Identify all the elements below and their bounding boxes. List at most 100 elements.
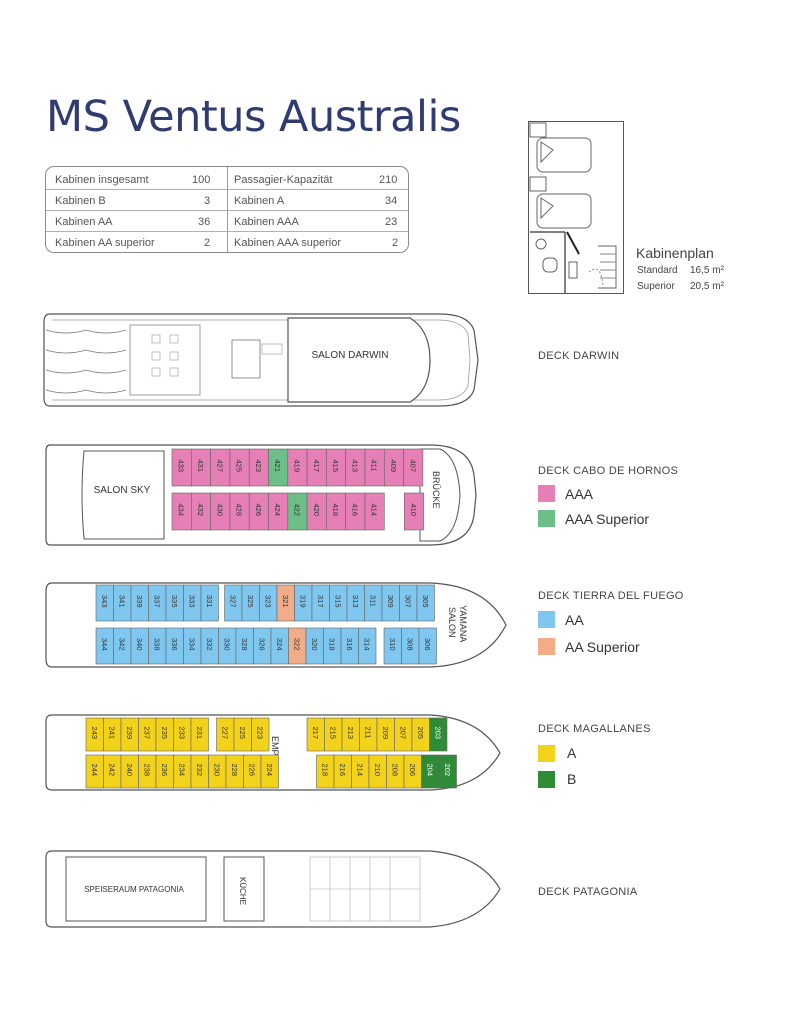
cabin-number: 328 xyxy=(240,638,249,651)
legend-text-b: B xyxy=(567,771,577,787)
table-divider xyxy=(46,189,408,190)
cabin-floorplan xyxy=(529,122,604,294)
cabin-number: 334 xyxy=(187,638,196,651)
legend-swatch-aa xyxy=(538,611,555,628)
cabin-number: 425 xyxy=(235,460,244,473)
cabin-number: 414 xyxy=(370,504,379,517)
cabin-number: 423 xyxy=(254,460,263,473)
cabin-number: 233 xyxy=(177,727,186,740)
cabin-number: 309 xyxy=(386,595,395,608)
cabin-number: 427 xyxy=(215,460,224,473)
cabin-number: 231 xyxy=(195,727,204,740)
deck-patagonia-plan: SPEISERAUM PATAGONIA KÜCHE xyxy=(45,850,501,928)
deck-label-darwin: DECK DARWIN xyxy=(538,350,620,362)
cabin-number: 206 xyxy=(408,764,417,777)
cabin-number: 324 xyxy=(275,638,284,651)
stat-label: Kabinen AA xyxy=(55,216,113,228)
cabin-number: 313 xyxy=(351,595,360,608)
cabin-plan-superior-size: 20,5 m² xyxy=(690,281,724,292)
stat-label: Kabinen AAA xyxy=(234,216,299,228)
cabin-number: 213 xyxy=(346,727,355,740)
stat-value: 100 xyxy=(192,174,211,186)
cabin-number: 413 xyxy=(350,460,359,473)
cabin-number: 336 xyxy=(170,638,179,651)
stat-value: 34 xyxy=(385,195,398,207)
cabin-number: 416 xyxy=(350,504,359,517)
cabin-202 xyxy=(438,754,457,789)
stat-label: Kabinen insgesamt xyxy=(55,174,149,186)
cabin-number: 326 xyxy=(257,638,266,651)
cabin-number: 419 xyxy=(292,460,301,473)
cabin-number: 244 xyxy=(90,764,99,777)
cabin-number: 424 xyxy=(273,504,282,517)
cabin-number: 242 xyxy=(107,764,116,777)
cabin-number: 319 xyxy=(298,595,307,608)
cabin-number: 338 xyxy=(152,638,161,651)
table-divider xyxy=(46,210,408,211)
cabin-number: 433 xyxy=(177,460,186,473)
cabin-number: 342 xyxy=(117,638,126,651)
cabin-number: 203 xyxy=(433,727,442,740)
cabin-number: 333 xyxy=(187,595,196,608)
cabin-number: 307 xyxy=(403,595,412,608)
cabin-plan-drawing xyxy=(528,121,624,294)
cabin-plan-title: Kabinenplan xyxy=(636,245,714,261)
cabin-number: 331 xyxy=(205,595,214,608)
page-title: MS Ventus Australis xyxy=(46,92,461,142)
cabin-number: 314 xyxy=(362,638,371,651)
table-row: Kabinen B 3 Kabinen A 34 xyxy=(46,192,408,212)
cabin-number: 431 xyxy=(196,460,205,473)
salon-yamana-label-1: SALON xyxy=(447,607,457,638)
cabin-number: 341 xyxy=(117,595,126,608)
table-divider xyxy=(46,231,408,232)
legend-swatch-a xyxy=(538,745,555,762)
cabin-number: 407 xyxy=(408,460,417,473)
legend-swatch-aaa-superior xyxy=(538,510,555,527)
cabin-number: 230 xyxy=(212,764,221,777)
legend-swatch-aaa xyxy=(538,485,555,502)
salon-yamana-label-2: YAMANA xyxy=(458,605,468,642)
cabin-number: 305 xyxy=(421,595,430,608)
cabin-number: 332 xyxy=(205,638,214,651)
cabin-number: 410 xyxy=(409,504,418,517)
stat-value: 2 xyxy=(204,237,211,249)
cabin-number: 428 xyxy=(235,504,244,517)
cabin-number: 306 xyxy=(423,638,432,651)
cabin-number: 417 xyxy=(312,460,321,473)
cabin-number: 202 xyxy=(443,764,452,777)
table-row: Kabinen insgesamt 100 Passagier-Kapazitä… xyxy=(46,171,408,191)
cabin-number: 316 xyxy=(345,638,354,651)
cabin-number: 315 xyxy=(333,595,342,608)
cabin-plan-standard-label: Standard xyxy=(637,265,678,276)
deck-label-patagonia: DECK PATAGONIA xyxy=(538,886,638,898)
legend-text-a: A xyxy=(567,745,577,761)
cabin-number: 211 xyxy=(363,727,372,739)
cabin-number: 322 xyxy=(292,638,301,651)
cabin-number: 209 xyxy=(381,727,390,740)
cabin-number: 340 xyxy=(135,638,144,651)
stat-label: Kabinen B xyxy=(55,195,106,207)
cabin-number: 337 xyxy=(152,595,161,608)
stat-value: 23 xyxy=(385,216,398,228)
cabin-number: 224 xyxy=(265,764,274,777)
cabin-number: 234 xyxy=(177,764,186,777)
cabin-410 xyxy=(403,492,424,531)
stat-value: 3 xyxy=(204,195,211,207)
cabin-number: 330 xyxy=(222,638,231,651)
cabin-number: 243 xyxy=(90,727,99,740)
cabin-number: 237 xyxy=(142,727,151,740)
cabin-number: 227 xyxy=(220,727,229,740)
cabin-number: 421 xyxy=(273,460,282,473)
stat-label: Passagier-Kapazität xyxy=(234,174,333,186)
cabin-number: 432 xyxy=(196,504,205,517)
table-row: Kabinen AA 36 Kabinen AAA 23 xyxy=(46,213,408,233)
cabin-number: 321 xyxy=(281,595,290,608)
cabin-number: 214 xyxy=(355,764,364,777)
cabin-number: 343 xyxy=(100,595,109,608)
cabin-number: 318 xyxy=(327,638,336,651)
